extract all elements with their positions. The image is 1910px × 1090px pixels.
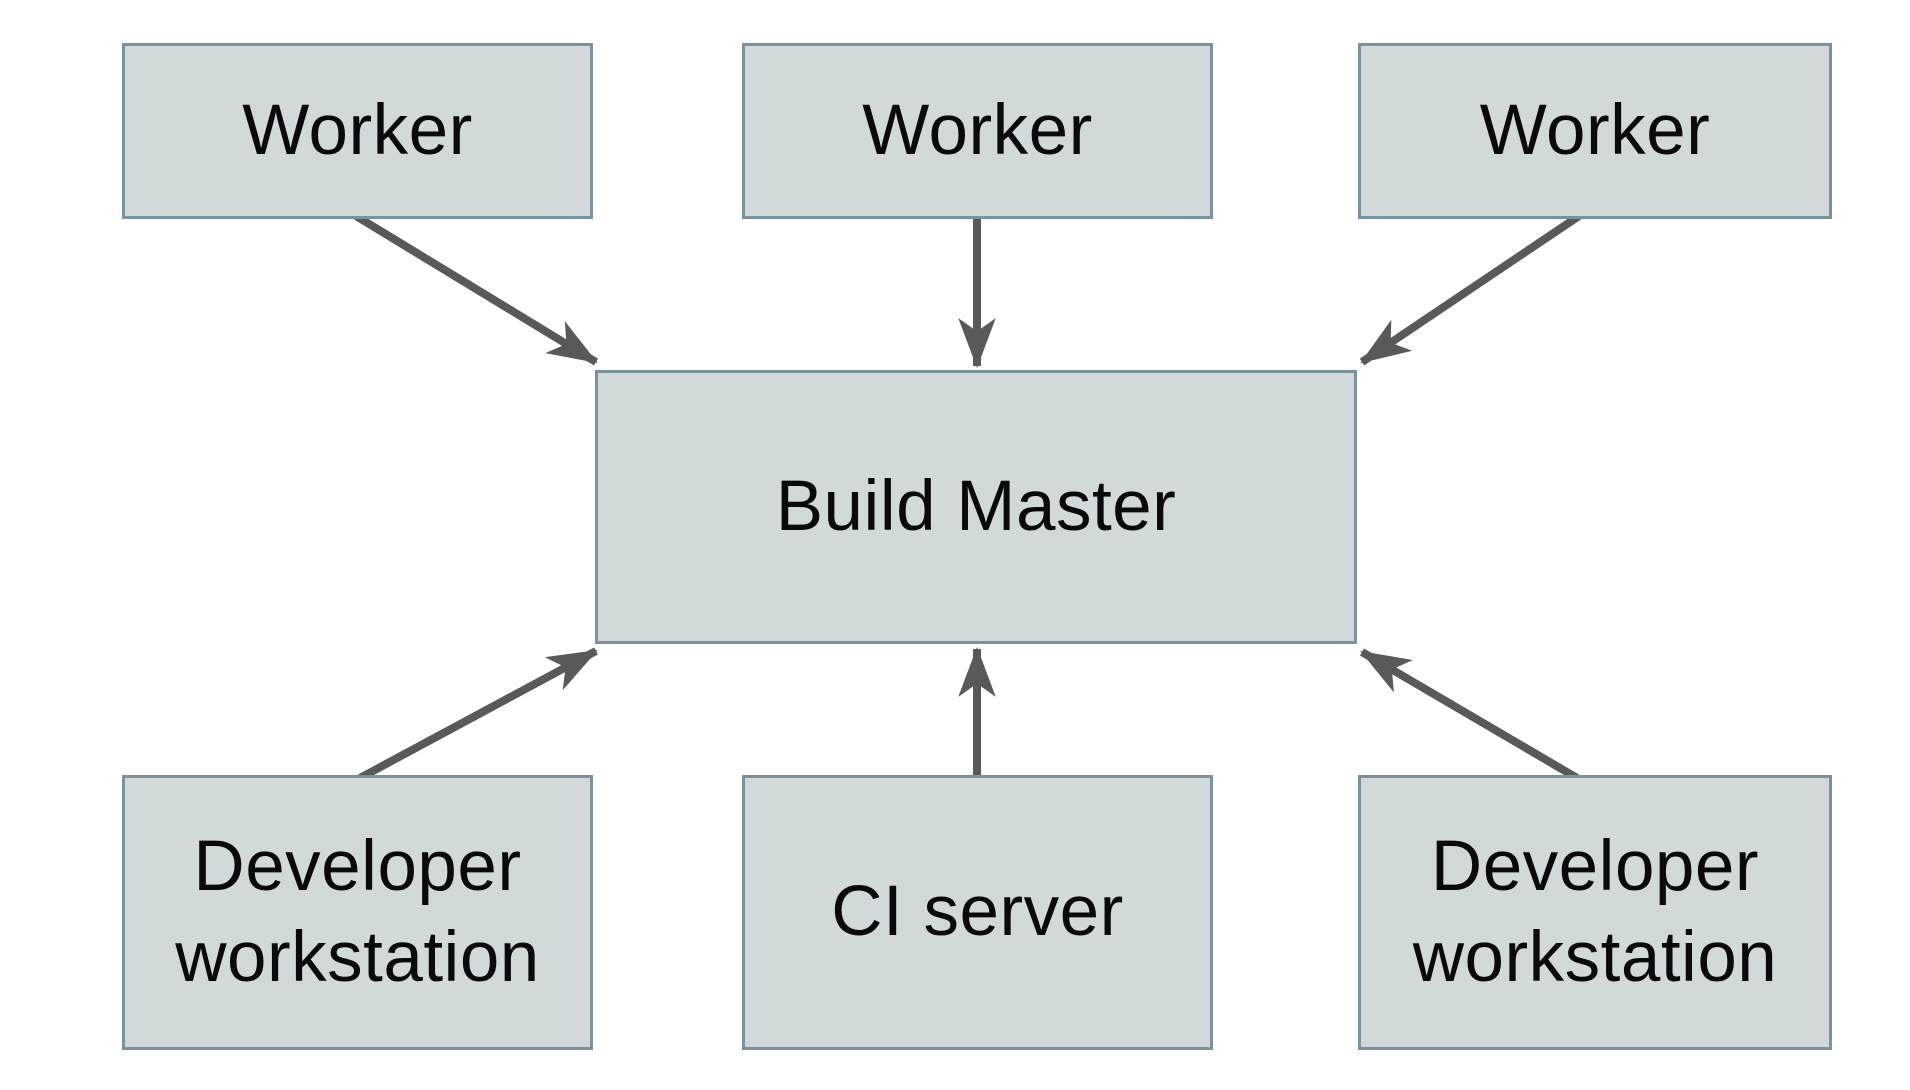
edge-worker-3-to-build-master [1359, 212, 1582, 366]
node-build-master-label: Build Master [775, 466, 1177, 546]
node-worker-2: Worker [742, 43, 1213, 219]
node-developer-workstation-2-label: Developer workstation [1412, 826, 1778, 997]
node-ci-server: CI server [742, 775, 1213, 1050]
node-worker-3: Worker [1358, 43, 1832, 219]
node-worker-2-label: Worker [862, 90, 1093, 170]
node-build-master: Build Master [595, 370, 1357, 644]
node-worker-1-label: Worker [242, 90, 473, 170]
node-developer-workstation-2: Developer workstation [1358, 775, 1832, 1050]
node-ci-server-label: CI server [831, 872, 1124, 952]
node-developer-workstation-1-label: Developer workstation [175, 826, 540, 997]
edge-developer-workstation-1-to-build-master [358, 647, 598, 782]
node-worker-1: Worker [122, 43, 593, 219]
node-developer-workstation-1: Developer workstation [122, 775, 593, 1050]
node-worker-3-label: Worker [1479, 90, 1711, 170]
edge-developer-workstation-2-to-build-master [1359, 648, 1580, 782]
edge-worker-1-to-build-master [353, 212, 599, 366]
